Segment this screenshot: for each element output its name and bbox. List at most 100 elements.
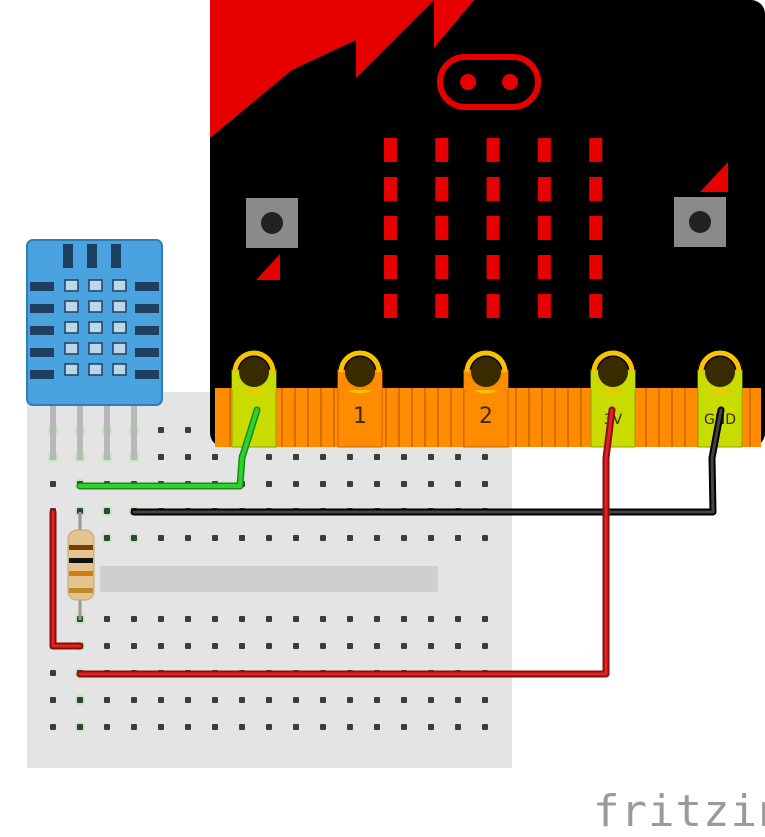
breadboard-hole xyxy=(347,616,353,622)
breadboard-hole xyxy=(374,535,380,541)
power-wire-3v[interactable] xyxy=(78,408,614,676)
led xyxy=(589,216,603,240)
sensor-leg xyxy=(50,400,56,460)
grille-slot xyxy=(63,244,73,268)
breadboard-hole xyxy=(428,535,434,541)
breadboard-hole xyxy=(158,616,164,622)
breadboard-hole xyxy=(320,535,326,541)
button-b-cap xyxy=(689,211,711,233)
breadboard-hole xyxy=(104,535,110,541)
breadboard-hole xyxy=(212,454,218,460)
breadboard-hole xyxy=(185,643,191,649)
breadboard-hole xyxy=(239,616,245,622)
breadboard-hole xyxy=(185,616,191,622)
grille-cell xyxy=(88,342,103,355)
grille-bar xyxy=(30,304,54,313)
pin-hole-lower xyxy=(598,372,628,387)
breadboard-hole xyxy=(293,481,299,487)
breadboard-hole xyxy=(131,535,137,541)
breadboard-hole xyxy=(401,697,407,703)
pin-1[interactable]: 1 xyxy=(337,350,383,448)
breadboard-hole xyxy=(347,535,353,541)
pin-hole-lower xyxy=(705,372,735,387)
led xyxy=(384,177,397,201)
breadboard-hole xyxy=(293,454,299,460)
grille-slot xyxy=(111,244,121,268)
led-matrix xyxy=(384,138,603,318)
breadboard-hole xyxy=(428,697,434,703)
breadboard-hole xyxy=(320,616,326,622)
breadboard-hole xyxy=(374,454,380,460)
grille-bar xyxy=(135,370,159,379)
face-logo-eye-right xyxy=(502,74,518,90)
pin-hole-lower xyxy=(471,372,501,387)
breadboard-hole xyxy=(239,643,245,649)
fritzing-watermark: fritzing xyxy=(593,786,765,837)
breadboard-hole xyxy=(131,697,137,703)
button-a-cap xyxy=(261,212,283,234)
led xyxy=(537,138,551,162)
pin-hole-lower xyxy=(345,372,375,387)
board-logo-corner-3 xyxy=(434,0,474,48)
breadboard-hole xyxy=(374,697,380,703)
breadboard-hole xyxy=(266,643,272,649)
power-wire-breadboard[interactable] xyxy=(51,510,82,648)
led xyxy=(384,255,397,279)
breadboard-hole xyxy=(455,535,461,541)
resistor-band xyxy=(69,588,93,593)
breadboard-hole xyxy=(347,643,353,649)
breadboard-hole xyxy=(374,724,380,730)
breadboard-hole xyxy=(428,643,434,649)
breadboard-hole xyxy=(455,724,461,730)
breadboard-hole xyxy=(158,697,164,703)
pin-2[interactable]: 2 xyxy=(463,350,509,448)
breadboard-hole xyxy=(428,454,434,460)
breadboard-hole xyxy=(50,670,56,676)
button-b-marker xyxy=(700,162,728,192)
breadboard-hole xyxy=(158,427,164,433)
breadboard-hole xyxy=(320,724,326,730)
breadboard-hole xyxy=(374,643,380,649)
led xyxy=(589,255,603,279)
breadboard-hole xyxy=(185,454,191,460)
breadboard-hole xyxy=(158,643,164,649)
breadboard xyxy=(27,392,512,768)
resistor-band xyxy=(69,545,93,550)
breadboard-hole xyxy=(50,697,56,703)
grille-cell xyxy=(88,363,103,376)
breadboard-hole xyxy=(401,724,407,730)
sensor-leg xyxy=(77,400,83,460)
pin-hole-lower xyxy=(239,372,269,387)
sensor-grille xyxy=(30,244,159,379)
pin-3v[interactable]: 3V xyxy=(590,350,636,448)
breadboard-hole xyxy=(212,616,218,622)
resistor-bands xyxy=(69,545,93,593)
grille-cell xyxy=(64,279,79,292)
breadboard-hole xyxy=(212,535,218,541)
breadboard-hole xyxy=(77,724,83,730)
breadboard-hole xyxy=(77,697,83,703)
led xyxy=(435,177,449,201)
grille-cell xyxy=(64,321,79,334)
led xyxy=(537,216,551,240)
breadboard-hole xyxy=(401,481,407,487)
breadboard-hole xyxy=(239,724,245,730)
led xyxy=(384,138,397,162)
breadboard-hole xyxy=(455,616,461,622)
breadboard-hole xyxy=(455,643,461,649)
breadboard-hole xyxy=(131,616,137,622)
resistor xyxy=(67,512,95,620)
breadboard-hole xyxy=(320,697,326,703)
signal-wire[interactable] xyxy=(78,408,259,488)
breadboard-hole xyxy=(428,481,434,487)
breadboard-hole xyxy=(293,697,299,703)
grille-cell xyxy=(88,321,103,334)
breadboard-hole xyxy=(293,535,299,541)
breadboard-hole xyxy=(293,616,299,622)
ground-wire[interactable] xyxy=(132,408,723,514)
breadboard-hole xyxy=(320,454,326,460)
resistor-band xyxy=(69,558,93,563)
led xyxy=(486,255,500,279)
breadboard-hole xyxy=(455,697,461,703)
